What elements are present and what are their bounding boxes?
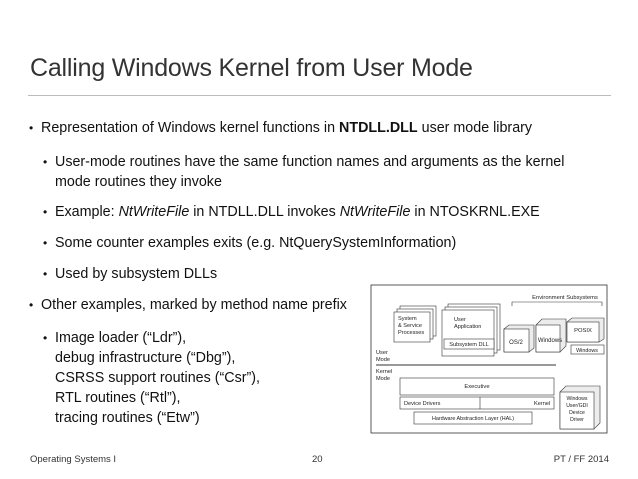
bullet-other-examples: • Other examples, marked by method name … [29, 295, 347, 315]
hal-label: Hardware Abstraction Layer (HAL) [432, 416, 514, 422]
subsystem-dll-box [443, 338, 495, 350]
user-application: User Application Subsystem DLL [441, 303, 501, 357]
posix-windows-label: Windows [576, 348, 598, 354]
ssp-line-1: System [398, 316, 417, 322]
hal-box [413, 411, 533, 425]
prefix-line-dbg: debug infrastructure (“Dbg”), [55, 350, 236, 366]
ssp-line-3: Processes [398, 330, 424, 336]
ua-line-1: User [454, 317, 466, 323]
bullet-ntdll-text-pre: Representation of Windows kernel functio… [41, 120, 340, 136]
bullet-dot: • [29, 121, 34, 135]
prefix-line-csr: CSRSS support routines (“Csr”), [55, 370, 260, 386]
subbullet-counter-examples-text: Some counter examples exits (e.g. NtQuer… [55, 235, 457, 251]
subbullet-used-by-subsystem: • Used by subsystem DLLs [43, 264, 218, 284]
bullet-dot: • [43, 205, 48, 219]
windows-architecture-diagram: Environment Subsystems System & Service … [370, 284, 608, 434]
subbullet-example-post: in NTOSKRNL.EXE [410, 204, 540, 220]
bullet-dot: • [43, 331, 48, 345]
title-divider [28, 95, 611, 96]
bullet-dot: • [43, 155, 48, 169]
slide-title: Calling Windows Kernel from User Mode [30, 54, 473, 82]
user-mode-line-2: Mode [376, 357, 390, 363]
gdi-line-1: Windows [566, 396, 587, 402]
posix-subsystem: POSIX Windows [566, 317, 605, 355]
executive-box [399, 377, 555, 396]
env-subsystems-bracket [511, 301, 603, 306]
subbullet-example-mid: in NTDLL.DLL invokes [189, 204, 340, 220]
subsystem-dll-label: Subsystem DLL [449, 342, 488, 348]
bullet-ntdll: • Representation of Windows kernel funct… [29, 118, 533, 138]
ssp-line-2: & Service [398, 323, 422, 329]
os2-subsystem: OS/2 [503, 324, 535, 353]
gdi-line-2: User/GDI [566, 403, 588, 409]
bullet-other-examples-text: Other examples, marked by method name pr… [41, 297, 347, 313]
bullet-dot: • [43, 236, 48, 250]
env-subsystems-label: Environment Subsystems [532, 295, 598, 301]
subbullet-example-pre: Example: [55, 204, 119, 220]
gdi-line-3: Device [569, 410, 585, 416]
posix-windows-box [570, 344, 605, 355]
subbullet-counter-examples: • Some counter examples exits (e.g. NtQu… [43, 233, 457, 253]
bullet-dot: • [29, 298, 34, 312]
subbullet-prefix-list: • Image loader (“Ldr”), debug infrastruc… [43, 328, 260, 428]
drivers-kernel-box [399, 396, 555, 410]
bullet-dot: • [43, 267, 48, 281]
subbullet-used-by-subsystem-text: Used by subsystem DLLs [55, 266, 218, 282]
gdi-line-4: Driver [570, 417, 584, 423]
kernel-mode-line-2: Mode [376, 376, 390, 382]
posix-label: POSIX [574, 328, 592, 334]
subbullet-example: • Example: NtWriteFile in NTDLL.DLL invo… [43, 202, 540, 222]
kernel-label: Kernel [534, 401, 550, 407]
footer-course: Operating Systems I [30, 454, 117, 465]
prefix-line-ldr: Image loader (“Ldr”), [55, 330, 187, 346]
prefix-line-etw: tracing routines (“Etw”) [55, 410, 200, 426]
windows-subsystem-label: Windows [538, 338, 562, 344]
executive-label: Executive [464, 384, 489, 390]
windows-subsystem: Windows [535, 318, 567, 353]
prefix-line-rtl: RTL routines (“Rtl”), [55, 390, 181, 406]
subbullet-same-names-line1: User-mode routines have the same functio… [55, 154, 565, 170]
user-mode-line-1: User [376, 350, 388, 356]
os2-label: OS/2 [509, 340, 523, 346]
footer-page-number: 20 [312, 454, 323, 465]
subbullet-same-names-line2: mode routines they invoke [55, 174, 222, 190]
device-drivers-label: Device Drivers [404, 401, 441, 407]
ua-line-2: Application [454, 324, 481, 330]
subbullet-example-italic-1: NtWriteFile [118, 204, 190, 220]
subbullet-example-italic-2: NtWriteFile [339, 204, 411, 220]
bullet-ntdll-bold: NTDLL.DLL [339, 120, 418, 136]
kernel-mode-line-1: Kernel [376, 369, 392, 375]
windows-gdi-driver: Windows User/GDI Device Driver [559, 385, 601, 430]
system-service-processes: System & Service Processes [393, 305, 437, 343]
footer-author-year: PT / FF 2014 [553, 454, 609, 465]
bullet-ntdll-text-post: user mode library [417, 120, 533, 136]
subbullet-same-names: • User-mode routines have the same funct… [43, 152, 565, 192]
